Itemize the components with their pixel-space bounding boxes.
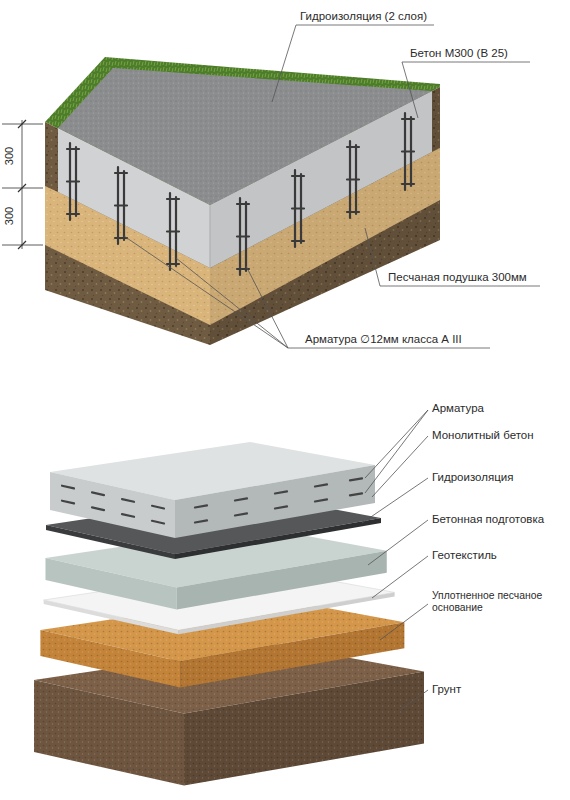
prep-layer	[177, 551, 387, 610]
leader-line	[365, 228, 540, 286]
layer-stack	[34, 442, 424, 786]
layer-label: Геотекстиль	[432, 549, 497, 563]
rebar	[237, 198, 249, 275]
callout-label: Гидроизоляция (2 слоя)	[300, 10, 427, 24]
waterproofing-top	[58, 68, 432, 205]
leader-line	[372, 436, 428, 497]
dimension-line	[22, 120, 23, 249]
leader-lines	[124, 25, 540, 348]
dimension-label: 300	[3, 207, 16, 225]
layer-label: Монолитный бетон	[432, 429, 534, 443]
concrete-edge	[210, 205, 211, 268]
leader-line	[272, 25, 434, 102]
rebar	[67, 143, 79, 220]
callout-label: Бетон М300 (В 25)	[410, 47, 508, 61]
leader-line	[402, 62, 530, 118]
concrete-slab	[50, 472, 175, 538]
layer-label: Арматура	[432, 402, 484, 416]
rebar-cage	[67, 113, 414, 275]
layer-label: Грунт	[432, 683, 461, 697]
rebar	[292, 170, 304, 247]
leader-lines	[362, 410, 428, 710]
callout-label: Песчаная подушка 300мм	[388, 271, 527, 285]
dimension-label: 300	[3, 147, 16, 165]
rebar	[62, 501, 164, 524]
rebar	[115, 167, 127, 244]
layer-label: Бетонная подготовка	[432, 513, 544, 527]
rebar	[62, 486, 164, 509]
leader-line	[362, 478, 428, 523]
prep-layer	[46, 558, 177, 609]
extension-line	[2, 124, 43, 245]
slab-cutaway	[45, 57, 440, 345]
rebar	[347, 141, 359, 218]
callout-label: Арматура ∅12мм класса А III	[305, 333, 462, 347]
layer-label: Гидроизоляция	[432, 471, 513, 485]
rebar	[167, 193, 179, 270]
leader-line	[365, 410, 428, 493]
rebar	[195, 478, 362, 507]
leader-line	[380, 604, 428, 640]
concrete-slab	[175, 465, 375, 538]
rebar-ends	[62, 478, 362, 523]
rebar	[195, 493, 362, 522]
leader-line	[368, 520, 428, 565]
layer-label: Уплотненное песчаное основание	[432, 590, 568, 615]
rebar	[402, 113, 414, 190]
leader-line	[372, 556, 428, 598]
dimension-tick	[18, 120, 26, 249]
leader-line	[400, 690, 428, 710]
leader-line	[124, 236, 490, 348]
dimension-lines	[2, 120, 43, 249]
